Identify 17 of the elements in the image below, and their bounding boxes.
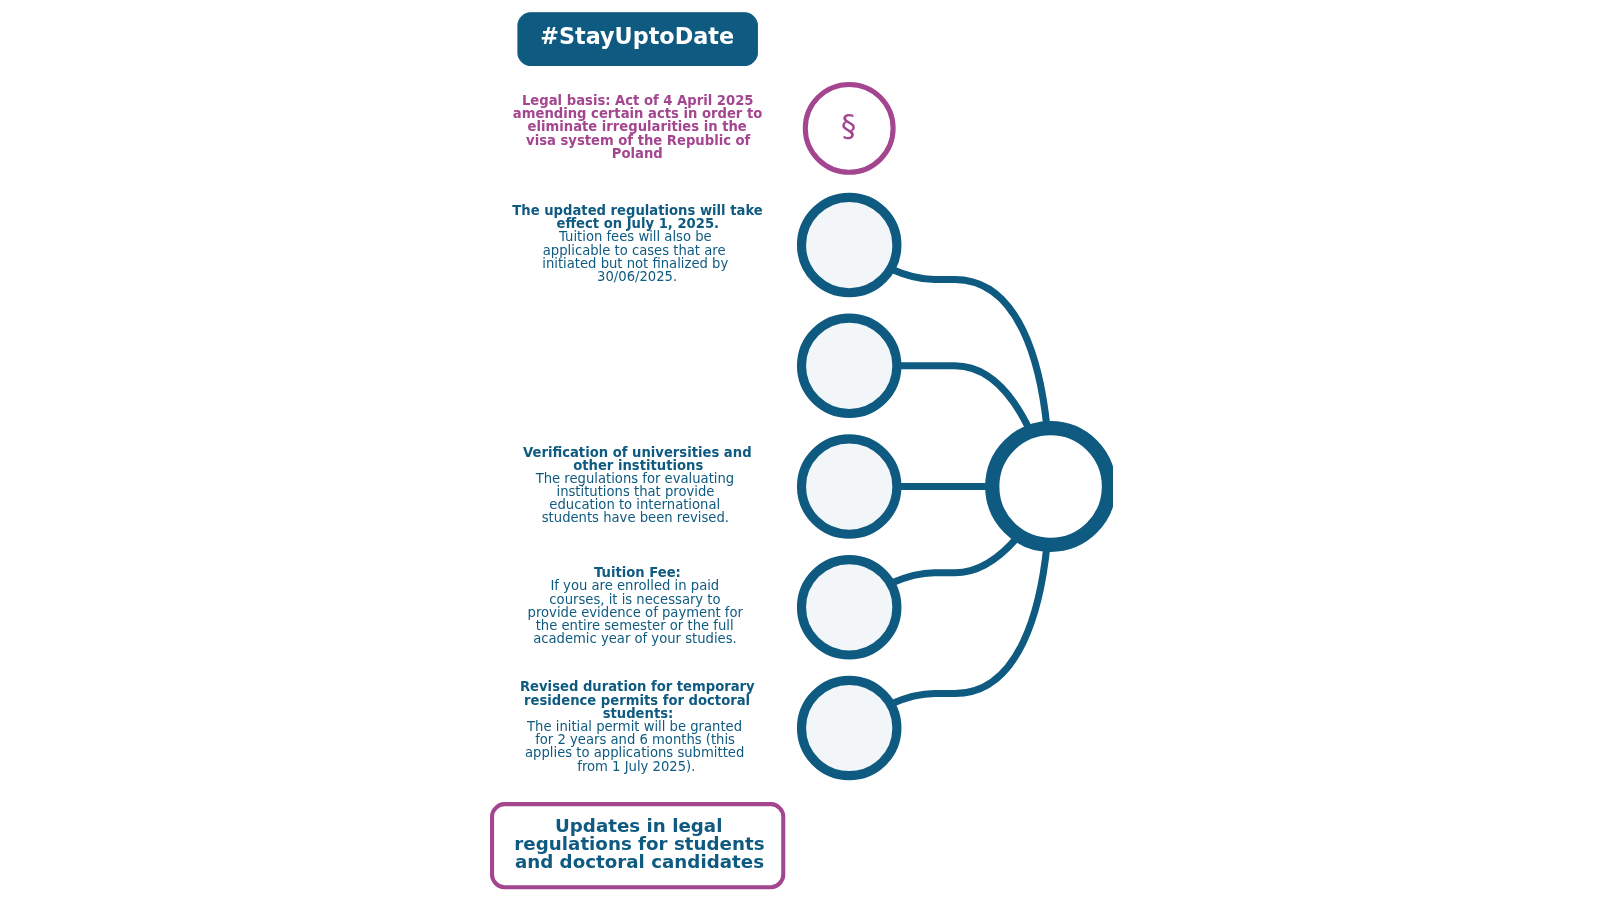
node-circle: [796, 192, 901, 298]
node-label: The initial permit will be granted for 2 years and 6 months (this applies to applications submitted from 1 July 2025).: [524, 718, 744, 774]
node-label: The regulations for evaluating institutions that provide education to international students have been revised.: [535, 470, 734, 526]
node-box: #StayUptoDate: [516, 12, 758, 66]
node-label: If you are enrolled in paid courses, it is necessary to provide evidence of payment for the entire semester or the full academic year of your studies.: [527, 578, 743, 647]
node-circle: [796, 555, 901, 660]
node-circle: [796, 675, 901, 781]
node-circle: [796, 313, 901, 419]
node-label: Legal basis: Act of 4 April 2025 amending certain acts in order to eliminate irregularities in the visa system of the Republic of Poland: [512, 92, 762, 161]
connector: [896, 482, 992, 491]
node-label: Verification of universities and other institutions: [522, 444, 752, 473]
node-circle: §: [802, 81, 896, 175]
node-box: Updates in legal regulations for students and doctoral candidates: [489, 802, 785, 890]
node-circle: [796, 434, 901, 539]
node-label: Revised duration for temporary residence permits for doctoral students:: [519, 679, 755, 721]
node-circle: [984, 421, 1113, 552]
node-label: Tuition fees will also be applicable to cases that are initiated but not finalized by 30/06/2025.: [541, 229, 728, 284]
